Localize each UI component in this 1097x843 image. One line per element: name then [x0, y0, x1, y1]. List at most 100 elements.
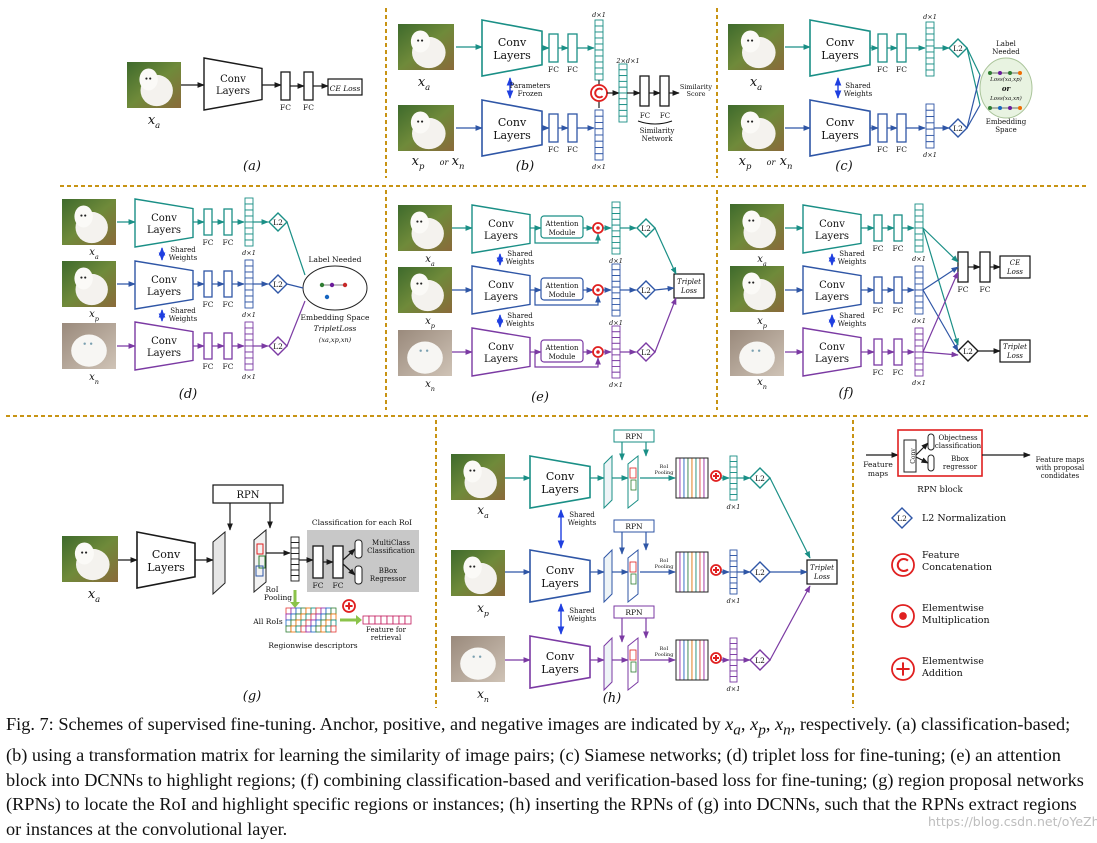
grid-cell — [295, 607, 302, 615]
dog-eye — [416, 282, 419, 285]
conv-label: Conv — [488, 219, 514, 230]
mc-label: MultiClass — [372, 539, 410, 547]
arrow — [966, 74, 981, 129]
conv-layers-block — [203, 57, 263, 111]
legend-label: Feature — [922, 550, 960, 561]
fc-layer — [312, 545, 324, 579]
region-label: Regionwise descriptors — [268, 641, 357, 650]
roi-box — [629, 561, 637, 573]
conv-label: Layers — [541, 483, 579, 496]
dim-label: d×1 — [592, 11, 606, 19]
dog-eye — [145, 77, 148, 80]
arrow — [286, 283, 304, 289]
x-letter: x — [757, 316, 763, 327]
panel-label: (a) — [243, 159, 261, 174]
emb-point — [1008, 106, 1012, 110]
dog-eye — [420, 39, 424, 42]
conv-label: Layers — [147, 561, 185, 574]
dog-photo — [451, 454, 505, 500]
feature-map — [627, 636, 639, 692]
shared-label: Weights — [838, 258, 867, 266]
grid-col — [699, 639, 705, 681]
l2-diamond-icon — [948, 118, 968, 138]
dim-label: d×1 — [609, 381, 623, 389]
grid-col — [703, 551, 709, 593]
params-label: Frozen — [518, 90, 543, 98]
grid-cell — [295, 619, 302, 627]
grid-cell — [300, 613, 307, 621]
arrow — [922, 351, 959, 358]
input-label: xp — [739, 154, 752, 171]
cat-photo — [62, 323, 116, 369]
l2-diamond-icon — [948, 38, 968, 58]
roi-label: Pooling — [655, 652, 675, 658]
input-label: xn — [757, 377, 767, 391]
vector-cell — [914, 265, 924, 273]
arrow — [769, 585, 811, 661]
dog-eye — [752, 281, 755, 284]
arrow — [915, 456, 929, 464]
vector-cell — [611, 337, 621, 344]
or-label: or — [767, 158, 777, 167]
simnet-label: Similarity — [640, 127, 675, 135]
dog-head — [742, 210, 761, 233]
feature-vector — [729, 455, 738, 501]
dim-label: d×1 — [727, 685, 741, 693]
feature-vector — [244, 321, 254, 371]
cat-eye — [89, 342, 93, 345]
vector-cell — [611, 292, 621, 300]
fc-layer — [873, 276, 883, 304]
bbox-label: BBox — [379, 567, 398, 575]
roi-label: RoI — [265, 585, 278, 594]
head-node — [927, 433, 935, 451]
vector-cell — [729, 582, 738, 589]
shared-label: Shared — [170, 246, 196, 254]
grid-col — [691, 551, 697, 593]
feat-label: Feature for — [366, 626, 407, 634]
dim-label: d×1 — [242, 249, 256, 257]
conv-label: Conv — [498, 116, 527, 129]
vector-cell — [611, 325, 621, 333]
legend-label: Feature maps — [1036, 456, 1085, 464]
figure-caption: Fig. 7: Schemes of supervised fine-tunin… — [6, 712, 1091, 841]
grid-col — [695, 457, 701, 499]
vector-cell — [925, 116, 935, 124]
emb-point — [1008, 71, 1012, 75]
x-subscript: n — [459, 161, 464, 171]
conv-layers-block — [471, 204, 531, 254]
fc-label: FC — [980, 285, 991, 294]
rpn-label: RPN — [625, 432, 643, 441]
feature-vector — [618, 63, 628, 123]
feature-vector — [594, 19, 604, 81]
dog-head — [740, 111, 760, 134]
vector-cell — [290, 547, 300, 554]
shared-label: Shared — [507, 250, 533, 258]
l2-diamond-icon — [749, 467, 771, 489]
shared-label: Weights — [838, 320, 867, 328]
dog-eye — [748, 281, 751, 284]
vector-cell — [729, 571, 738, 578]
conv-label: Conv — [546, 470, 575, 483]
conv-layers-block — [134, 321, 194, 371]
conv-layers-block — [802, 327, 862, 377]
grid-cell — [290, 607, 297, 615]
l2-label: L2 — [641, 224, 651, 233]
fc-layer — [223, 270, 233, 298]
grid-cell — [320, 619, 327, 627]
conv-layers-block — [134, 198, 194, 248]
dim-label: d×1 — [609, 319, 623, 327]
conv-label: Conv — [488, 280, 514, 291]
dog-photo — [730, 266, 784, 312]
fc-layer — [548, 33, 559, 63]
vector-cell — [618, 75, 628, 82]
feat-cell — [398, 615, 406, 625]
vector-cell — [729, 654, 738, 661]
grid-cell — [305, 607, 312, 615]
grid-col — [703, 639, 709, 681]
dim-label: d×1 — [727, 503, 741, 511]
emb-point — [998, 106, 1002, 110]
panel-label: (d) — [179, 387, 197, 402]
fc-label: FC — [567, 65, 578, 74]
conv-layers-block — [134, 260, 194, 310]
